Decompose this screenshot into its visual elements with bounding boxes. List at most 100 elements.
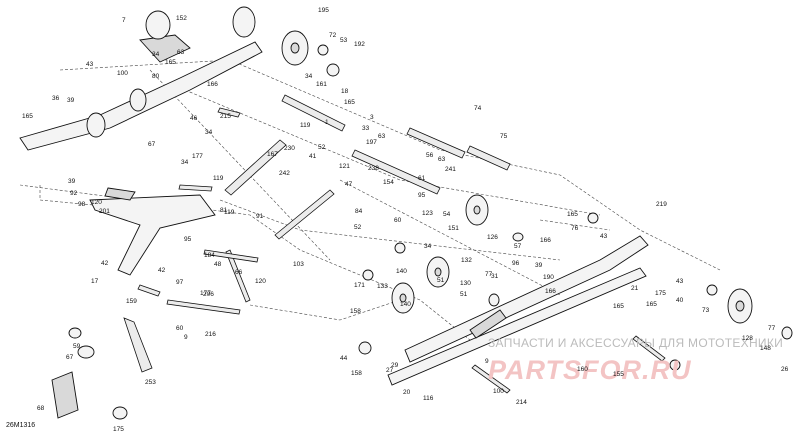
- part-callout: 166: [540, 237, 551, 244]
- part-callout: 63: [177, 49, 185, 56]
- part-callout: 166: [545, 288, 556, 295]
- part-callout: 51: [460, 291, 468, 298]
- part-callout: 119: [300, 122, 311, 129]
- part-callout: 166: [207, 81, 218, 88]
- part-callout: 73: [702, 307, 710, 314]
- watermark-logo: PARTSFOR.RU: [488, 355, 692, 385]
- part-callout: 42: [158, 267, 166, 274]
- part-callout: 60: [176, 325, 184, 332]
- part-callout: 120: [91, 199, 102, 206]
- part-callout: 43: [676, 278, 684, 285]
- part-callout: 119: [213, 175, 224, 182]
- part-callout: 206: [203, 291, 214, 298]
- part-callout: 18: [341, 88, 349, 95]
- part-callout: 155: [613, 371, 624, 378]
- part-callout: 242: [279, 170, 290, 177]
- part-callout: 159: [126, 298, 137, 305]
- part-callout: 91: [256, 213, 264, 220]
- part-callout: 128: [742, 335, 753, 342]
- part-callout: 241: [445, 166, 456, 173]
- part-callout: 66: [235, 269, 243, 276]
- part-callout: 43: [600, 233, 608, 240]
- part-callout: 81: [220, 207, 228, 214]
- part-callout: 95: [418, 192, 426, 199]
- part-callout: 230: [284, 145, 295, 152]
- part-callout: 31: [491, 273, 499, 280]
- part-callout: 20: [403, 389, 411, 396]
- part-callout: 43: [86, 61, 94, 68]
- part-callout: 77: [485, 271, 493, 278]
- part-callout: 165: [646, 301, 657, 308]
- part-callout: 98: [78, 201, 86, 208]
- part-callout: 165: [22, 113, 33, 120]
- part-callout: 34: [424, 243, 432, 250]
- part-callout: 119: [224, 209, 235, 216]
- part-callout: 61: [418, 175, 426, 182]
- part-callout: 216: [205, 331, 216, 338]
- idler-wheels: [281, 30, 753, 324]
- part-callout: 100: [117, 70, 128, 77]
- part-callout: 77: [768, 325, 776, 332]
- part-callout: 175: [113, 426, 124, 433]
- part-callout: 46: [190, 115, 198, 122]
- part-callout: 171: [354, 282, 365, 289]
- part-callout: 71: [0, 0, 8, 2]
- part-callout: 80: [152, 73, 160, 80]
- part-callout: 67: [66, 354, 74, 361]
- part-callout: 95: [184, 236, 192, 243]
- part-callout: 167: [267, 151, 278, 158]
- part-callout: 96: [512, 260, 520, 267]
- part-callout: 165: [613, 303, 624, 310]
- part-callout: 192: [354, 41, 365, 48]
- part-callout: 52: [318, 144, 326, 151]
- part-callout: 74: [474, 105, 482, 112]
- front-arm-assembly: [89, 187, 216, 276]
- part-callout: 140: [396, 268, 407, 275]
- part-callout: 48: [214, 261, 222, 268]
- part-callout: 3: [370, 114, 374, 121]
- part-callout: 40: [676, 297, 684, 304]
- part-callout: 121: [339, 163, 350, 170]
- part-callout: 76: [571, 225, 579, 232]
- part-callout: 67: [148, 141, 156, 148]
- part-callout: 9: [485, 358, 489, 365]
- part-callout: 103: [293, 261, 304, 268]
- part-callout: 53: [340, 37, 348, 44]
- shafts: [137, 94, 666, 394]
- part-callout: 148: [760, 345, 771, 352]
- part-callout: 184: [204, 252, 215, 259]
- part-callout: 34: [305, 73, 313, 80]
- part-callout: 120: [255, 278, 266, 285]
- part-callout: 190: [543, 274, 554, 281]
- part-callout: 161: [316, 81, 327, 88]
- part-callout: 130: [460, 280, 471, 287]
- part-callout: 41: [309, 153, 317, 160]
- part-callout: 253: [145, 379, 156, 386]
- part-callout: 195: [318, 7, 329, 14]
- part-callout: 39: [535, 262, 543, 269]
- part-callout: 123: [422, 210, 433, 217]
- part-callout: 175: [655, 290, 666, 297]
- part-callout: 27: [386, 367, 394, 374]
- part-callout: 151: [448, 225, 459, 232]
- part-callout: 132: [461, 257, 472, 264]
- slide-rails: [387, 235, 649, 386]
- part-callout: 92: [70, 190, 78, 197]
- part-callout: 29: [391, 362, 399, 369]
- part-callout: 160: [577, 366, 588, 373]
- part-callout: 165: [344, 99, 355, 106]
- part-callout: 59: [73, 343, 81, 350]
- part-callout: 165: [165, 59, 176, 66]
- shock-absorber: [51, 317, 153, 420]
- part-callout: 42: [101, 260, 109, 267]
- rear-arm-assembly: [19, 6, 263, 151]
- part-callout: 63: [378, 133, 386, 140]
- part-callout: 17: [91, 278, 99, 285]
- part-callout: 34: [152, 51, 160, 58]
- part-callout: 44: [340, 355, 348, 362]
- part-callout: 100: [493, 388, 504, 395]
- hardware: [317, 44, 793, 371]
- part-callout: 7: [122, 17, 126, 24]
